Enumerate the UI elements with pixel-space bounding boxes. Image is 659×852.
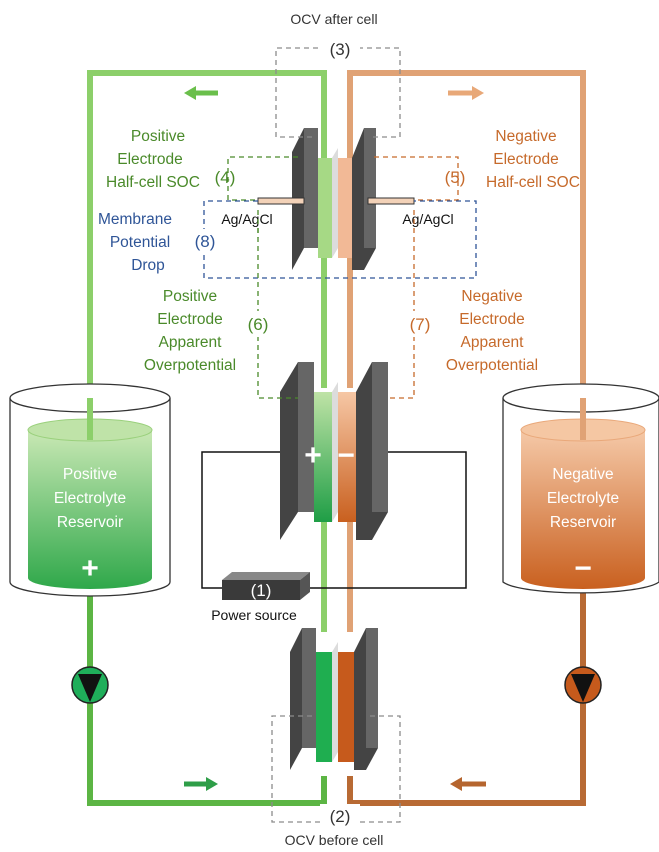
membrane-line-1: Membrane	[98, 211, 172, 228]
ref-electrode-left	[257, 197, 305, 205]
power-source-box	[222, 572, 310, 600]
neg-reservoir-line-2: Electrolyte	[547, 490, 619, 507]
negative-pipes	[347, 70, 586, 632]
flow-arrow-top-left	[184, 86, 218, 100]
bottom-ocv-cell	[290, 628, 378, 770]
positive-pipes	[87, 70, 327, 632]
pos-reservoir-plus: +	[81, 552, 99, 585]
ocv-after-label: OCV after cell	[290, 11, 377, 27]
cell-minus-sign: −	[337, 439, 355, 472]
neg-half-cell-line-1: Negative	[495, 128, 556, 145]
flow-arrow-bottom-left	[184, 777, 218, 791]
negative-return-pipe	[347, 590, 586, 806]
neg-overpotential-line-2: Electrode	[459, 311, 524, 328]
power-circuit	[201, 451, 467, 589]
top-ocv-cell	[292, 128, 376, 270]
neg-overpotential-line-1: Negative	[461, 288, 522, 305]
flow-arrow-bottom-right	[450, 777, 486, 791]
bracket-8-membrane	[203, 200, 477, 279]
ref-electrode-right	[367, 197, 415, 205]
bracket-5-negative-half-cell	[374, 156, 459, 201]
n2-bg	[320, 804, 360, 828]
n8-bg	[186, 229, 224, 253]
power-source-number: (1)	[251, 581, 272, 600]
pos-reservoir-line-3: Reservoir	[57, 514, 123, 531]
number-2: (2)	[330, 807, 351, 826]
power-source-label: Power source	[211, 607, 297, 623]
neg-reservoir-line-3: Reservoir	[550, 514, 616, 531]
bracket-7-negative-overpotential	[388, 210, 415, 399]
number-3: (3)	[330, 40, 351, 59]
ref-electrode-right-label: Ag/AgCl	[402, 211, 453, 227]
pos-half-cell-line-1: Positive	[131, 128, 185, 145]
pos-overpotential-line-3: Apparent	[159, 334, 223, 351]
n7-bg	[402, 311, 438, 337]
bracket-3-ocv-after	[275, 47, 401, 138]
membrane-line-3: Drop	[131, 257, 165, 274]
pos-half-cell-line-2: Electrode	[117, 151, 182, 168]
number-8: (8)	[195, 232, 216, 251]
membrane-line-2: Potential	[110, 234, 170, 251]
pos-reservoir-line-1: Positive	[63, 466, 117, 483]
negative-pump	[564, 666, 602, 704]
number-6: (6)	[248, 315, 269, 334]
neg-overpotential-line-3: Apparent	[461, 334, 525, 351]
negative-reservoir	[502, 383, 659, 594]
ocv-before-label: OCV before cell	[285, 832, 384, 848]
pos-reservoir-line-2: Electrolyte	[54, 490, 126, 507]
middle-operating-cell	[280, 362, 388, 540]
bracket-6-positive-overpotential	[257, 210, 298, 399]
number-7: (7)	[410, 315, 431, 334]
neg-reservoir-minus: −	[574, 552, 592, 585]
neg-half-cell-line-2: Electrode	[493, 151, 558, 168]
ref-electrode-left-label: Ag/AgCl	[221, 211, 272, 227]
cell-plus-sign: +	[304, 439, 322, 472]
positive-pump	[71, 666, 109, 704]
neg-overpotential-line-4: Overpotential	[446, 357, 538, 374]
neg-reservoir-line-1: Negative	[552, 466, 613, 483]
pos-overpotential-line-2: Electrode	[157, 311, 222, 328]
n3-bg	[320, 37, 360, 61]
pos-half-cell-line-3: Half-cell SOC	[106, 174, 200, 191]
neg-half-cell-line-3: Half-cell SOC	[486, 174, 580, 191]
flow-arrow-top-right	[448, 86, 484, 100]
pos-overpotential-line-1: Positive	[163, 288, 217, 305]
number-4: (4)	[215, 168, 236, 187]
bracket-4-positive-half-cell	[227, 156, 298, 201]
n6-bg	[240, 311, 276, 337]
pos-overpotential-line-4: Overpotential	[144, 357, 236, 374]
number-5: (5)	[445, 168, 466, 187]
